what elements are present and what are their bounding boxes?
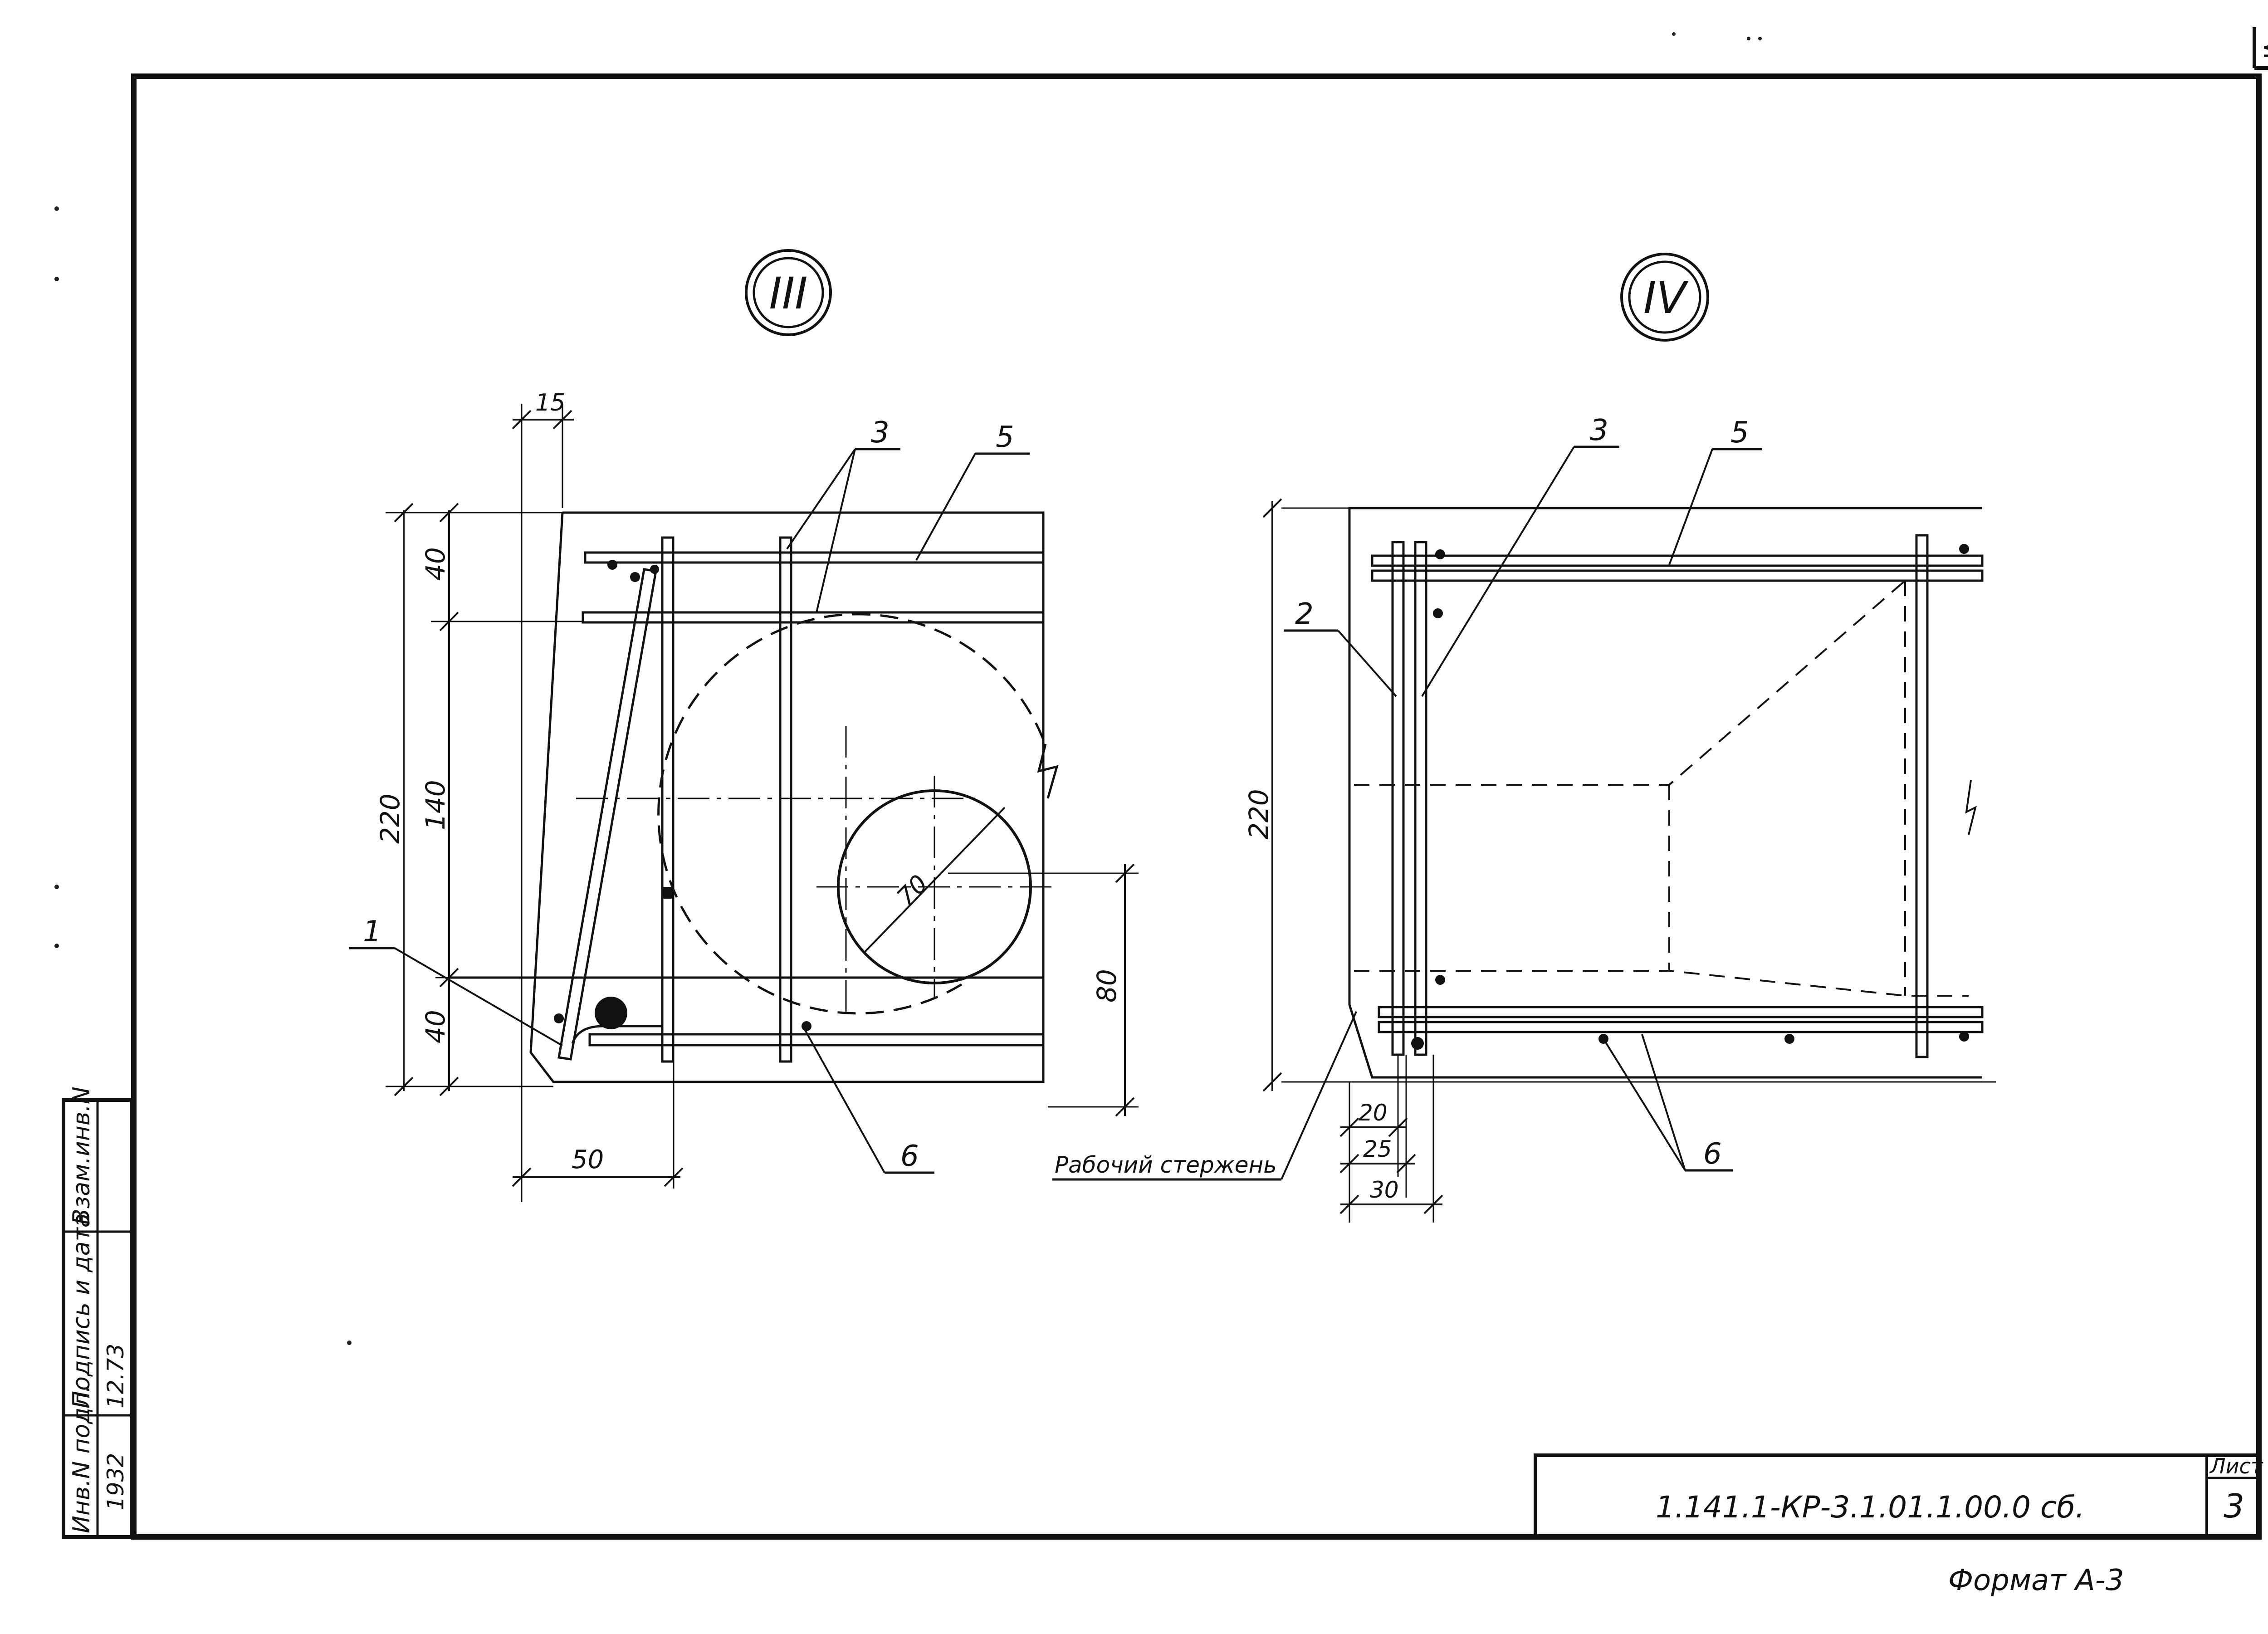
view-iii-dim-80: 80 xyxy=(1091,969,1122,1003)
view-iv-leader-2: 2 xyxy=(1295,597,1314,631)
corner-mark: ≤O xyxy=(2261,34,2268,63)
view-iii-dim-40-bot: 40 xyxy=(420,1010,451,1043)
view-iii-leader-1: 1 xyxy=(363,915,381,949)
view-iii-leader-3: 3 xyxy=(871,416,890,450)
view-iii-weld-mark xyxy=(661,887,673,899)
view-iii-large-dot xyxy=(595,997,627,1029)
view-iv-concrete-outline xyxy=(1348,507,1982,1079)
view-iv-leader-6: 6 xyxy=(1703,1137,1722,1171)
view-iv-dot xyxy=(1411,1037,1424,1050)
title-block: 1.141.1-КР-3.1.01.1.00.0 сб. Лист 3 xyxy=(1534,1453,2263,1539)
view-iii-dim-40-top: 40 xyxy=(420,547,451,581)
view-iii-break-mark xyxy=(1037,744,1059,799)
view-iv-bottom-bar-1 xyxy=(1378,1006,1984,1018)
view-iii-dim-220: 220 xyxy=(375,793,406,844)
view-iii: III 70 xyxy=(349,249,1139,1202)
view-iv-leader-3: 3 xyxy=(1590,414,1608,447)
view-iii-marker-inner xyxy=(753,257,824,328)
view-iv-dot xyxy=(1435,975,1445,985)
view-iv-vertical-rod-2 xyxy=(1391,541,1405,1056)
side-stamp: Взам.инв.N Подпись и дата Инв.N подл. 12… xyxy=(62,1086,133,1539)
view-iii-dot xyxy=(607,560,617,570)
view-iv-dashed-box xyxy=(1354,580,1969,786)
stamp-col3-title: Взам.инв.N xyxy=(68,1086,95,1225)
view-iv-bottom-bar-2 xyxy=(1378,1021,1984,1033)
view-iii-dashed-hole xyxy=(657,613,1045,1015)
view-iii-dim-50: 50 xyxy=(572,1145,604,1174)
view-iv-top-bar-2 xyxy=(1371,569,1984,582)
view-iv-dim-30: 30 xyxy=(1370,1177,1399,1203)
view-iv-dashed-box-lower xyxy=(1354,970,1969,997)
view-iii-leader-5: 5 xyxy=(996,421,1014,454)
view-iv-break-mark xyxy=(1965,780,1977,835)
view-iii-dot xyxy=(554,1013,564,1023)
stamp-col1-title: Инв.N подл. xyxy=(68,1385,95,1533)
view-iii-vertical-rod-1 xyxy=(661,536,675,1063)
title-block-sheet-number: 3 xyxy=(2224,1487,2244,1525)
view-iii-marker-label: III xyxy=(769,268,808,319)
view-iii-dot xyxy=(630,572,640,582)
view-iv-dim-20: 20 xyxy=(1359,1100,1388,1126)
title-block-doc-code: 1.141.1-КР-3.1.01.1.00.0 сб. xyxy=(1656,1490,2085,1525)
format-label: Формат А-3 xyxy=(1948,1564,2124,1597)
view-iii-concrete-outline xyxy=(529,511,1045,1083)
view-iv-dot xyxy=(1433,608,1443,618)
view-iii-top-bar-2 xyxy=(582,611,1045,624)
view-iv-dot xyxy=(1959,1032,1969,1042)
view-iv-top-bar-1 xyxy=(1371,554,1984,567)
title-block-sheet-label: Лист xyxy=(2209,1454,2263,1478)
view-iii-vertical-rod-2 xyxy=(779,536,792,1063)
view-iv-leader-5: 5 xyxy=(1730,416,1749,450)
view-iii-dim-140: 140 xyxy=(420,780,451,830)
view-iii-top-bar-1 xyxy=(584,551,1045,564)
view-iii-leader-6: 6 xyxy=(900,1140,919,1173)
view-iv-vertical-rod-right xyxy=(1915,534,1929,1058)
view-iv-marker-label: IV xyxy=(1643,273,1689,323)
view-iii-dot xyxy=(650,565,659,574)
view-iv-vertical-rod-3 xyxy=(1414,541,1427,1056)
stamp-col2-title: Подпись и дата xyxy=(68,1213,95,1409)
view-iv-marker-inner xyxy=(1628,260,1701,334)
view-iii-dim-70: 70 xyxy=(891,869,934,911)
scan-specks xyxy=(54,32,1762,1345)
view-iv-dim-25: 25 xyxy=(1363,1136,1392,1162)
view-iv-working-rod-label: Рабочий стержень xyxy=(1055,1152,1277,1178)
view-iv: IV 220 xyxy=(1052,253,1996,1223)
view-iv-marker-outer xyxy=(1620,253,1709,342)
view-iv-dot xyxy=(1784,1034,1794,1044)
view-iii-marker-outer xyxy=(745,249,832,336)
view-iv-dim-220: 220 xyxy=(1243,789,1274,839)
sheet-frame xyxy=(131,27,2268,1540)
view-iii-dim-15: 15 xyxy=(535,389,565,416)
view-iv-dot xyxy=(1435,549,1445,559)
view-iii-bottom-bar xyxy=(588,1033,1045,1047)
view-iv-dot xyxy=(1959,544,1969,554)
stamp-col2-value: 12.73 xyxy=(103,1344,129,1409)
stamp-col1-value: 1932 xyxy=(103,1453,129,1511)
view-iii-inclined-rod xyxy=(557,568,657,1061)
